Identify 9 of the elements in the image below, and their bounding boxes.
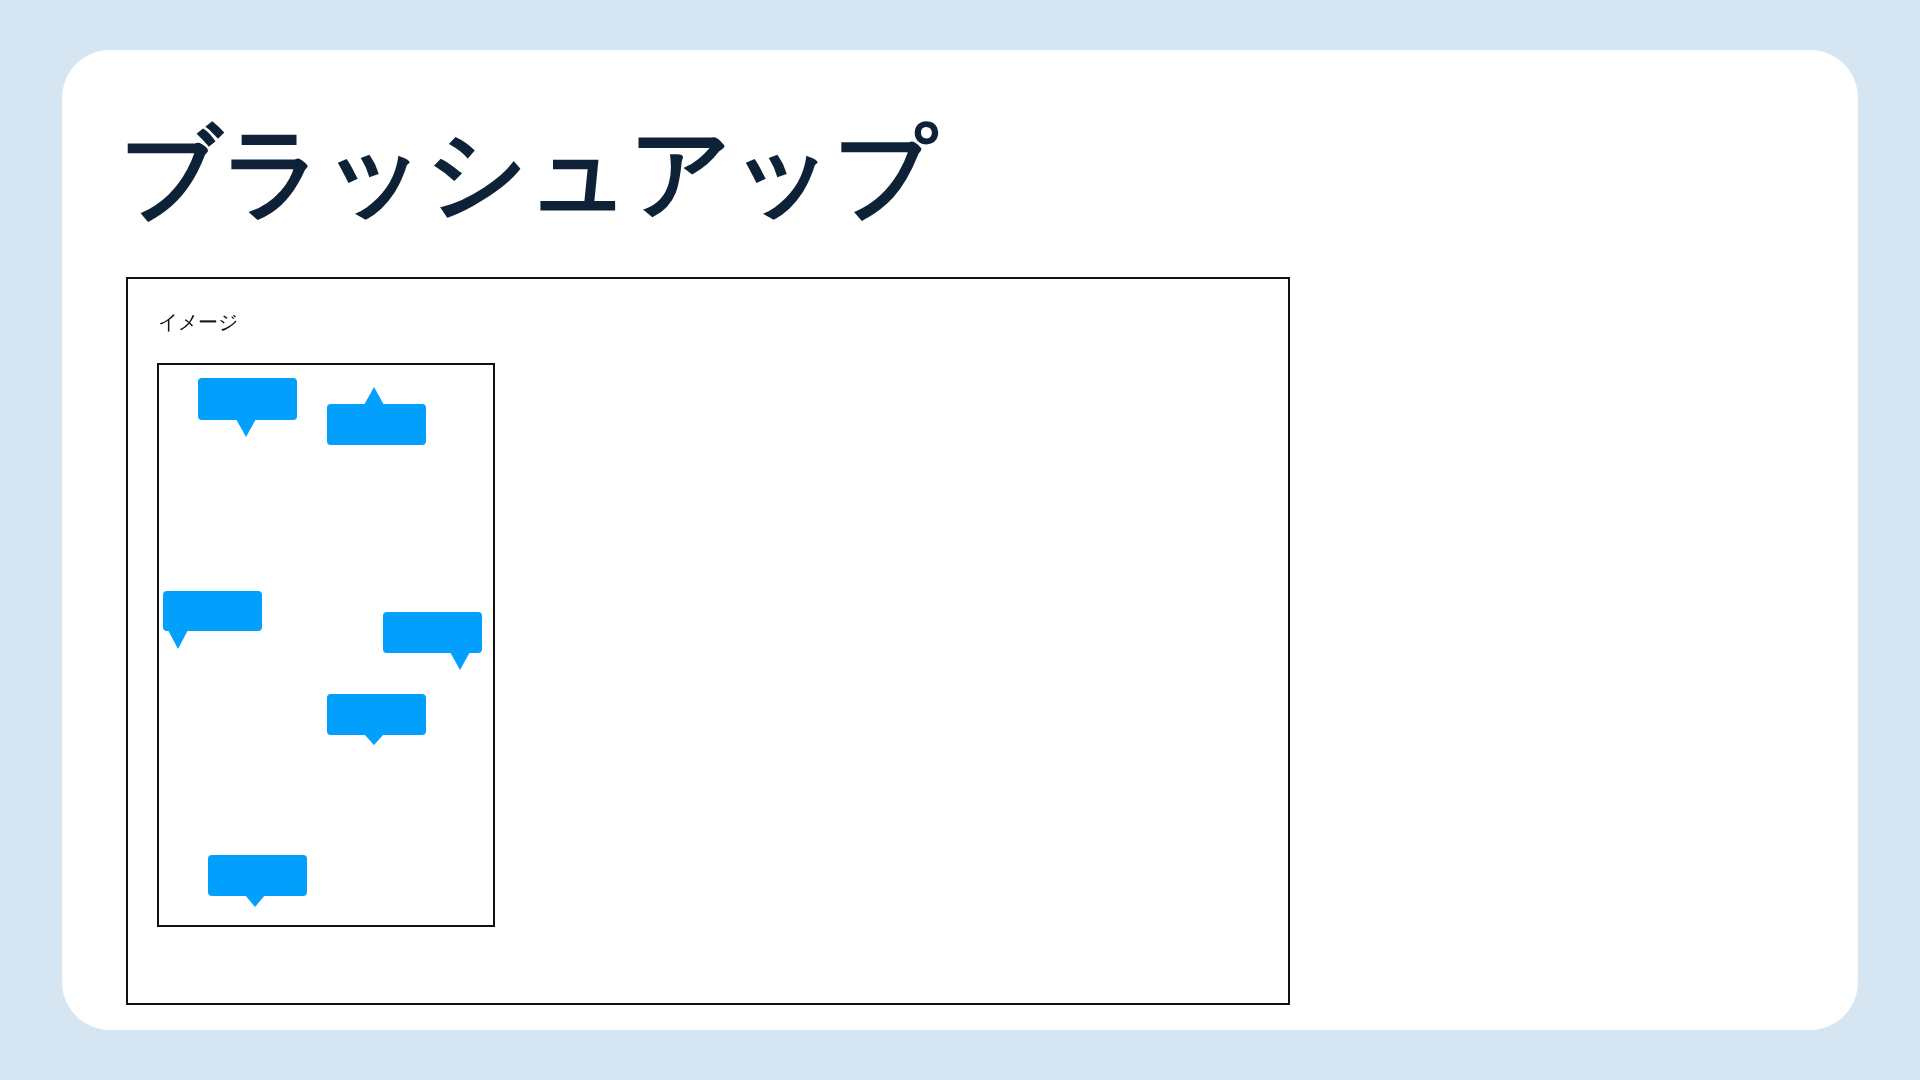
image-frame [157,363,495,927]
speech-bubble-icon [163,591,262,649]
image-panel [126,277,1290,1005]
panel-heading: イメージ [158,310,238,334]
speech-bubble-icon [198,378,297,437]
speech-bubble-icon [383,612,482,670]
speech-bubble-icon [327,694,426,745]
speech-bubble-icon [327,387,426,445]
speech-bubble-icon [208,855,307,907]
